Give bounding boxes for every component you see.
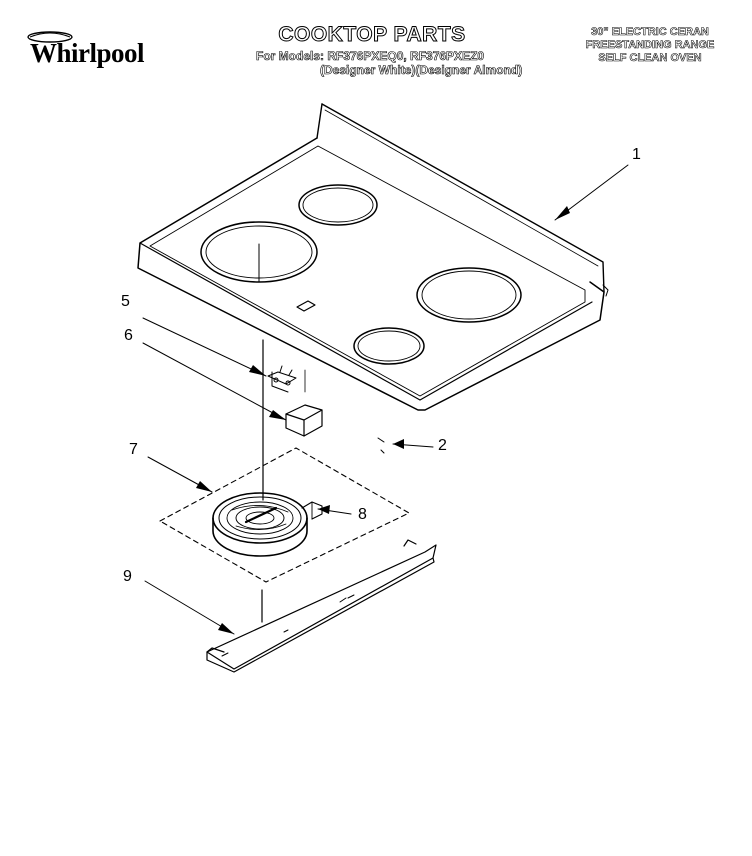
part-2-screw — [377, 437, 385, 454]
brand-name: Whirlpool — [30, 38, 145, 68]
whirlpool-logo — [27, 31, 73, 43]
callout-arrowheads — [196, 206, 570, 634]
callout-8: 8 — [358, 506, 367, 523]
callout-2: 2 — [438, 437, 447, 454]
product-line-2: FREESTANDING RANGE — [585, 39, 715, 52]
part-6-bracket — [285, 404, 323, 437]
model-numbers: For Models: RF376PXEQ0, RF376PXEZ0 — [256, 49, 485, 64]
callout-9: 9 — [123, 568, 132, 585]
callout-6: 6 — [124, 327, 133, 344]
callout-5: 5 — [121, 293, 130, 310]
cooktop-glass — [137, 103, 609, 411]
cooktop-burner-rings — [200, 184, 522, 365]
callout-7: 7 — [129, 441, 138, 458]
page-title: COOKTOP PARTS — [278, 23, 466, 46]
product-description: 30" ELECTRIC CERAN FREESTANDING RANGE SE… — [560, 26, 740, 65]
part-8-radiant-element — [212, 492, 323, 557]
product-line-1: 30" ELECTRIC CERAN — [591, 26, 709, 39]
model-colors: (Designer White)(Designer Almond) — [320, 63, 523, 78]
part-5-limiter — [267, 365, 306, 393]
part-9-support-channel — [206, 539, 437, 673]
model-list: For Models: RF376PXEQ0, RF376PXEZ0 (Desi… — [238, 49, 538, 78]
callout-1: 1 — [632, 146, 641, 163]
part-7-assembly-outline — [159, 447, 410, 583]
product-line-3: SELF CLEAN OVEN — [598, 52, 702, 65]
